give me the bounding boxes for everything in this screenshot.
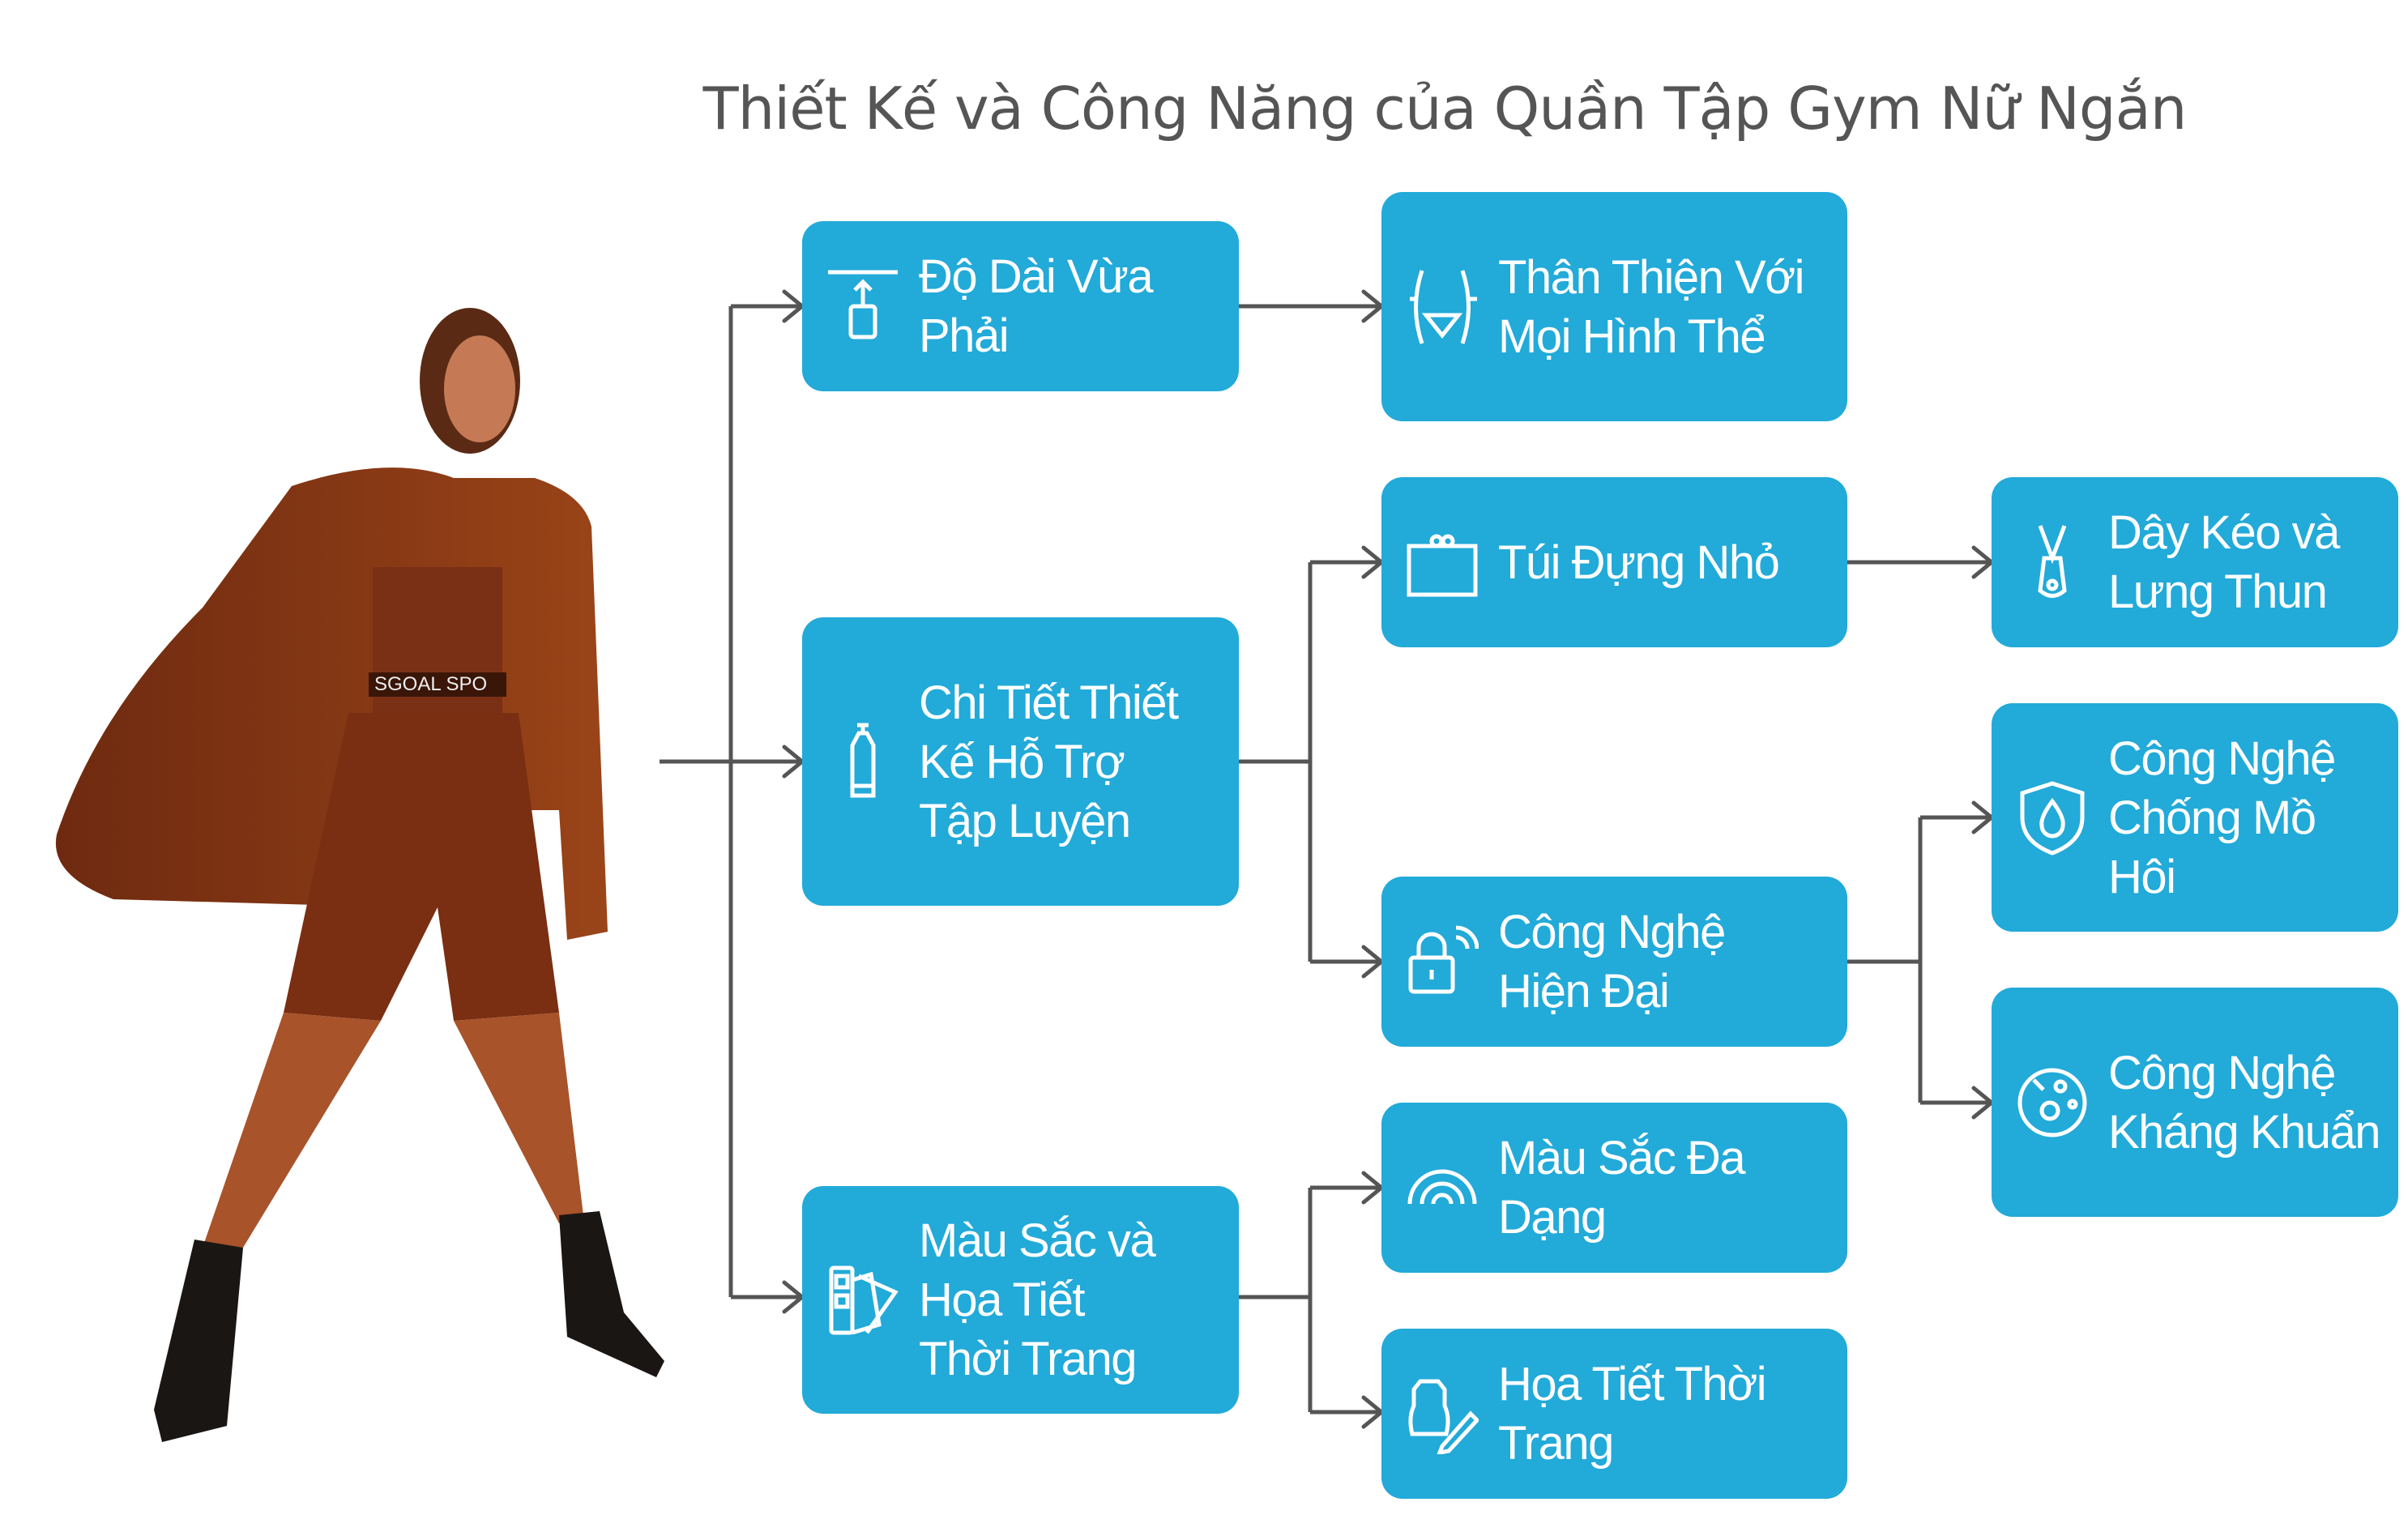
pattern-design-icon: [1406, 1369, 1479, 1458]
node-length[interactable]: Độ Dài Vừa Phải: [802, 221, 1239, 391]
node-sweat[interactable]: Công Nghệ Chống Mồ Hôi: [1992, 703, 2398, 932]
shield-drop-icon: [2016, 773, 2089, 862]
bag-icon: [1406, 518, 1479, 607]
node-label: Công Nghệ Chống Mồ Hôi: [2108, 732, 2336, 903]
length-icon: [826, 262, 899, 351]
bacteria-icon: [2016, 1058, 2089, 1147]
svg-text:SGOAL SPO: SGOAL SPO: [374, 673, 487, 695]
node-label: Công Nghệ Kháng Khuẩn: [2108, 1046, 2381, 1159]
node-label: Màu Sắc Đa Dạng: [1498, 1132, 1746, 1244]
node-label: Túi Đựng Nhỏ: [1498, 536, 1780, 589]
node-pocket[interactable]: Túi Đựng Nhỏ: [1381, 477, 1847, 647]
node-colors[interactable]: Màu Sắc Đa Dạng: [1381, 1103, 1847, 1273]
node-label: Chi Tiết Thiết Kế Hỗ Trợ Tập Luyện: [919, 676, 1179, 847]
woman-photo: SGOAL SPO: [55, 308, 664, 1442]
node-tech[interactable]: Công Nghệ Hiện Đại: [1381, 877, 1847, 1047]
swatch-icon: [826, 1256, 899, 1345]
diagram-title: Thiết Kế và Công Năng của Quần Tập Gym N…: [702, 75, 2188, 143]
node-zipper[interactable]: Dây Kéo và Lưng Thun: [1992, 477, 2398, 647]
node-label: Màu Sắc và Họa Tiết Thời Trang: [919, 1214, 1156, 1385]
rainbow-icon: [1406, 1143, 1479, 1232]
node-label: Thân Thiện Với Mọi Hình Thể: [1498, 250, 1805, 363]
body-shape-icon: [1406, 262, 1479, 352]
node-pattern[interactable]: Họa Tiết Thời Trang: [1381, 1329, 1847, 1499]
node-details[interactable]: Chi Tiết Thiết Kế Hỗ Trợ Tập Luyện: [802, 617, 1239, 906]
node-label: Công Nghệ Hiện Đại: [1498, 906, 1726, 1018]
zipper-icon: [2016, 518, 2089, 607]
node-label: Họa Tiết Thời Trang: [1498, 1358, 1767, 1470]
node-label: Dây Kéo và Lưng Thun: [2108, 506, 2340, 618]
node-body[interactable]: Thân Thiện Với Mọi Hình Thể: [1381, 192, 1847, 421]
bottle-icon: [826, 717, 899, 806]
node-fashion[interactable]: Màu Sắc và Họa Tiết Thời Trang: [802, 1186, 1239, 1414]
node-antibac[interactable]: Công Nghệ Kháng Khuẩn: [1992, 988, 2398, 1217]
node-label: Độ Dài Vừa Phải: [919, 250, 1154, 362]
smart-lock-icon: [1406, 917, 1479, 1006]
